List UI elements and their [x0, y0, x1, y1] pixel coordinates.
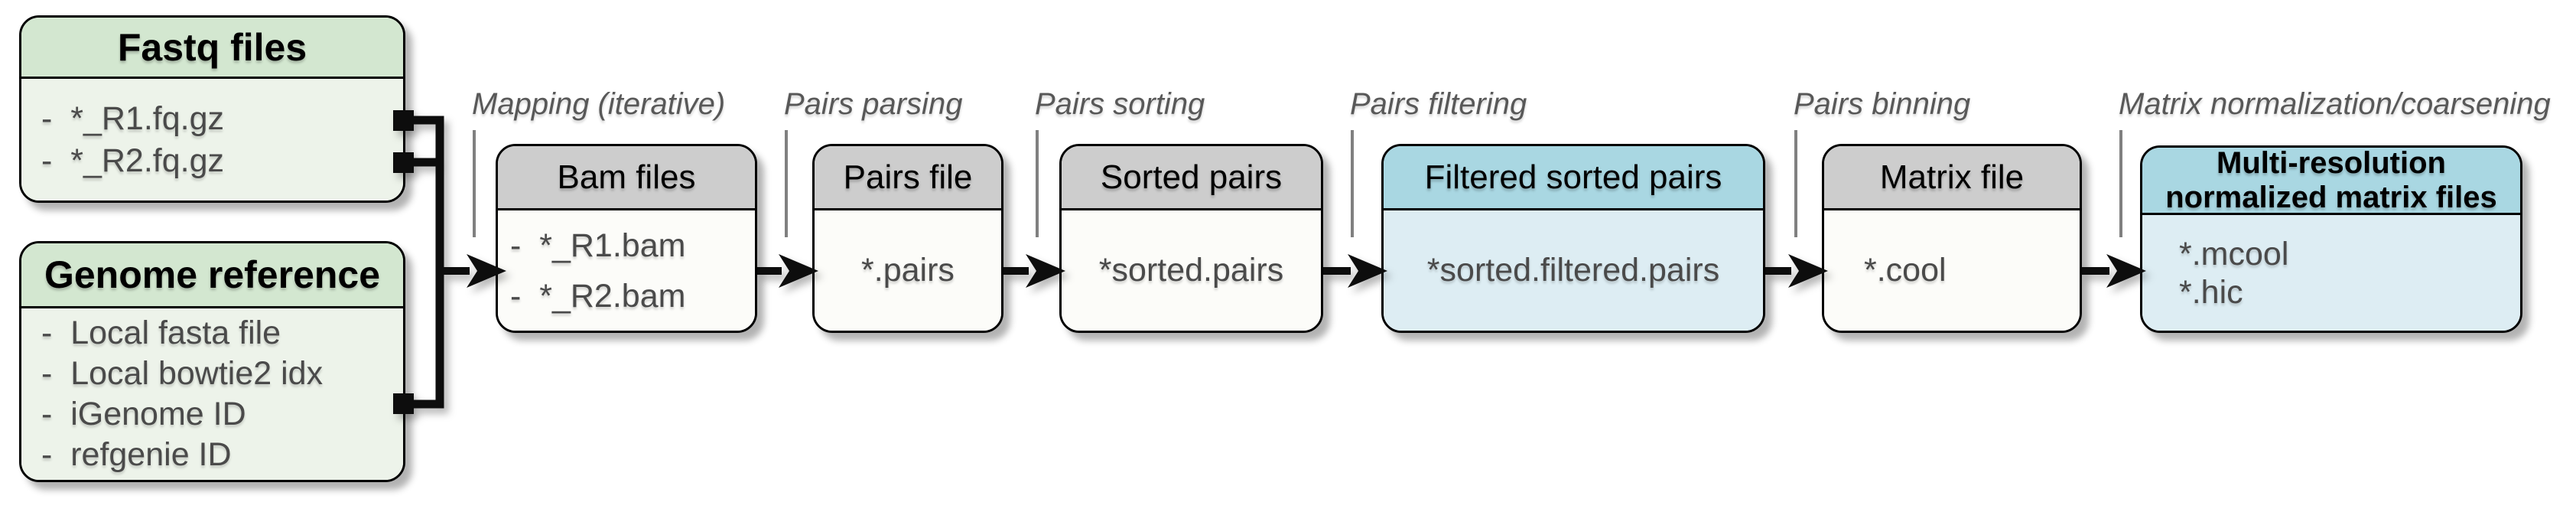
- list-item: *.hic: [2179, 273, 2243, 311]
- label-tick-line: [1036, 130, 1039, 237]
- node-title: Bam files: [498, 146, 755, 210]
- list-item: *.cool: [1864, 252, 1947, 289]
- node-body: - *_R1.bam - *_R2.bam: [498, 210, 755, 331]
- flow-arrow-sorted-to-filtered: [1323, 254, 1387, 288]
- label-tick-line: [473, 130, 476, 237]
- list-item: *.pairs: [861, 252, 955, 289]
- node-genome-reference: Genome reference - Local fasta file - Lo…: [19, 241, 405, 482]
- node-sorted-pairs: Sorted pairs *sorted.pairs: [1059, 144, 1323, 333]
- flow-arrow-pairs-to-sorted: [1003, 254, 1065, 288]
- node-body: *.mcool *.hic: [2142, 215, 2520, 331]
- label-tick-line: [785, 130, 788, 237]
- list-item: - iGenome ID: [41, 396, 246, 432]
- bus-wire: [407, 116, 444, 409]
- list-item: *sorted.pairs: [1098, 252, 1284, 289]
- label-tick-line: [2119, 130, 2122, 237]
- list-item: - refgenie ID: [41, 436, 232, 473]
- node-fastq-files: Fastq files - *_R1.fq.gz - *_R2.fq.gz: [19, 15, 405, 203]
- node-filtered-sorted-pairs: Filtered sorted pairs *sorted.filtered.p…: [1381, 144, 1765, 333]
- label-tick-line: [1351, 130, 1354, 237]
- list-item: - *_R1.bam: [510, 227, 686, 264]
- node-title: Multi-resolution normalized matrix files: [2142, 148, 2520, 215]
- stage-label-pairs-sorting: Pairs sorting: [1035, 87, 1205, 121]
- node-title-line: normalized matrix files: [2165, 180, 2497, 214]
- stage-label-matrix-normalization: Matrix normalization/coarsening: [2119, 87, 2551, 121]
- stage-label-pairs-binning: Pairs binning: [1794, 87, 1971, 121]
- node-title: Sorted pairs: [1062, 146, 1321, 210]
- flow-arrow-matrix-to-multires: [2082, 254, 2146, 288]
- node-title-line: Multi-resolution: [2217, 145, 2446, 180]
- node-title: Filtered sorted pairs: [1384, 146, 1763, 210]
- node-body: *sorted.pairs: [1062, 210, 1321, 331]
- label-tick-line: [1794, 130, 1797, 237]
- list-item: - *_R2.fq.gz: [41, 142, 224, 179]
- stage-label-pairs-parsing: Pairs parsing: [784, 87, 963, 121]
- list-item: - Local bowtie2 idx: [41, 355, 324, 392]
- list-item: - *_R2.bam: [510, 277, 686, 315]
- node-matrix-file: Matrix file *.cool: [1822, 144, 2082, 333]
- list-item: *sorted.filtered.pairs: [1426, 252, 1720, 289]
- input-merge-wire: [407, 116, 444, 409]
- flow-arrow-filtered-to-matrix: [1765, 254, 1828, 288]
- node-body: *.cool: [1824, 210, 2080, 331]
- node-bam-files: Bam files - *_R1.bam - *_R2.bam: [496, 144, 757, 333]
- node-body: *sorted.filtered.pairs: [1384, 210, 1763, 331]
- stage-label-pairs-filtering: Pairs filtering: [1350, 87, 1527, 121]
- node-title: Pairs file: [815, 146, 1001, 210]
- node-multiresolution-matrix-files: Multi-resolution normalized matrix files…: [2140, 145, 2522, 333]
- stage-label-mapping: Mapping (iterative): [472, 87, 726, 121]
- node-title: Matrix file: [1824, 146, 2080, 210]
- list-item: - *_R1.fq.gz: [41, 99, 224, 137]
- list-item: *.mcool: [2179, 235, 2289, 272]
- node-title: Genome reference: [21, 243, 403, 308]
- node-title: Fastq files: [21, 18, 403, 79]
- node-pairs-file: Pairs file *.pairs: [812, 144, 1003, 333]
- node-body: - *_R1.fq.gz - *_R2.fq.gz: [21, 79, 403, 201]
- list-item: - Local fasta file: [41, 315, 281, 351]
- node-body: - Local fasta file - Local bowtie2 idx -…: [21, 308, 403, 480]
- flow-arrow-bam-to-pairs: [757, 254, 818, 288]
- node-body: *.pairs: [815, 210, 1001, 331]
